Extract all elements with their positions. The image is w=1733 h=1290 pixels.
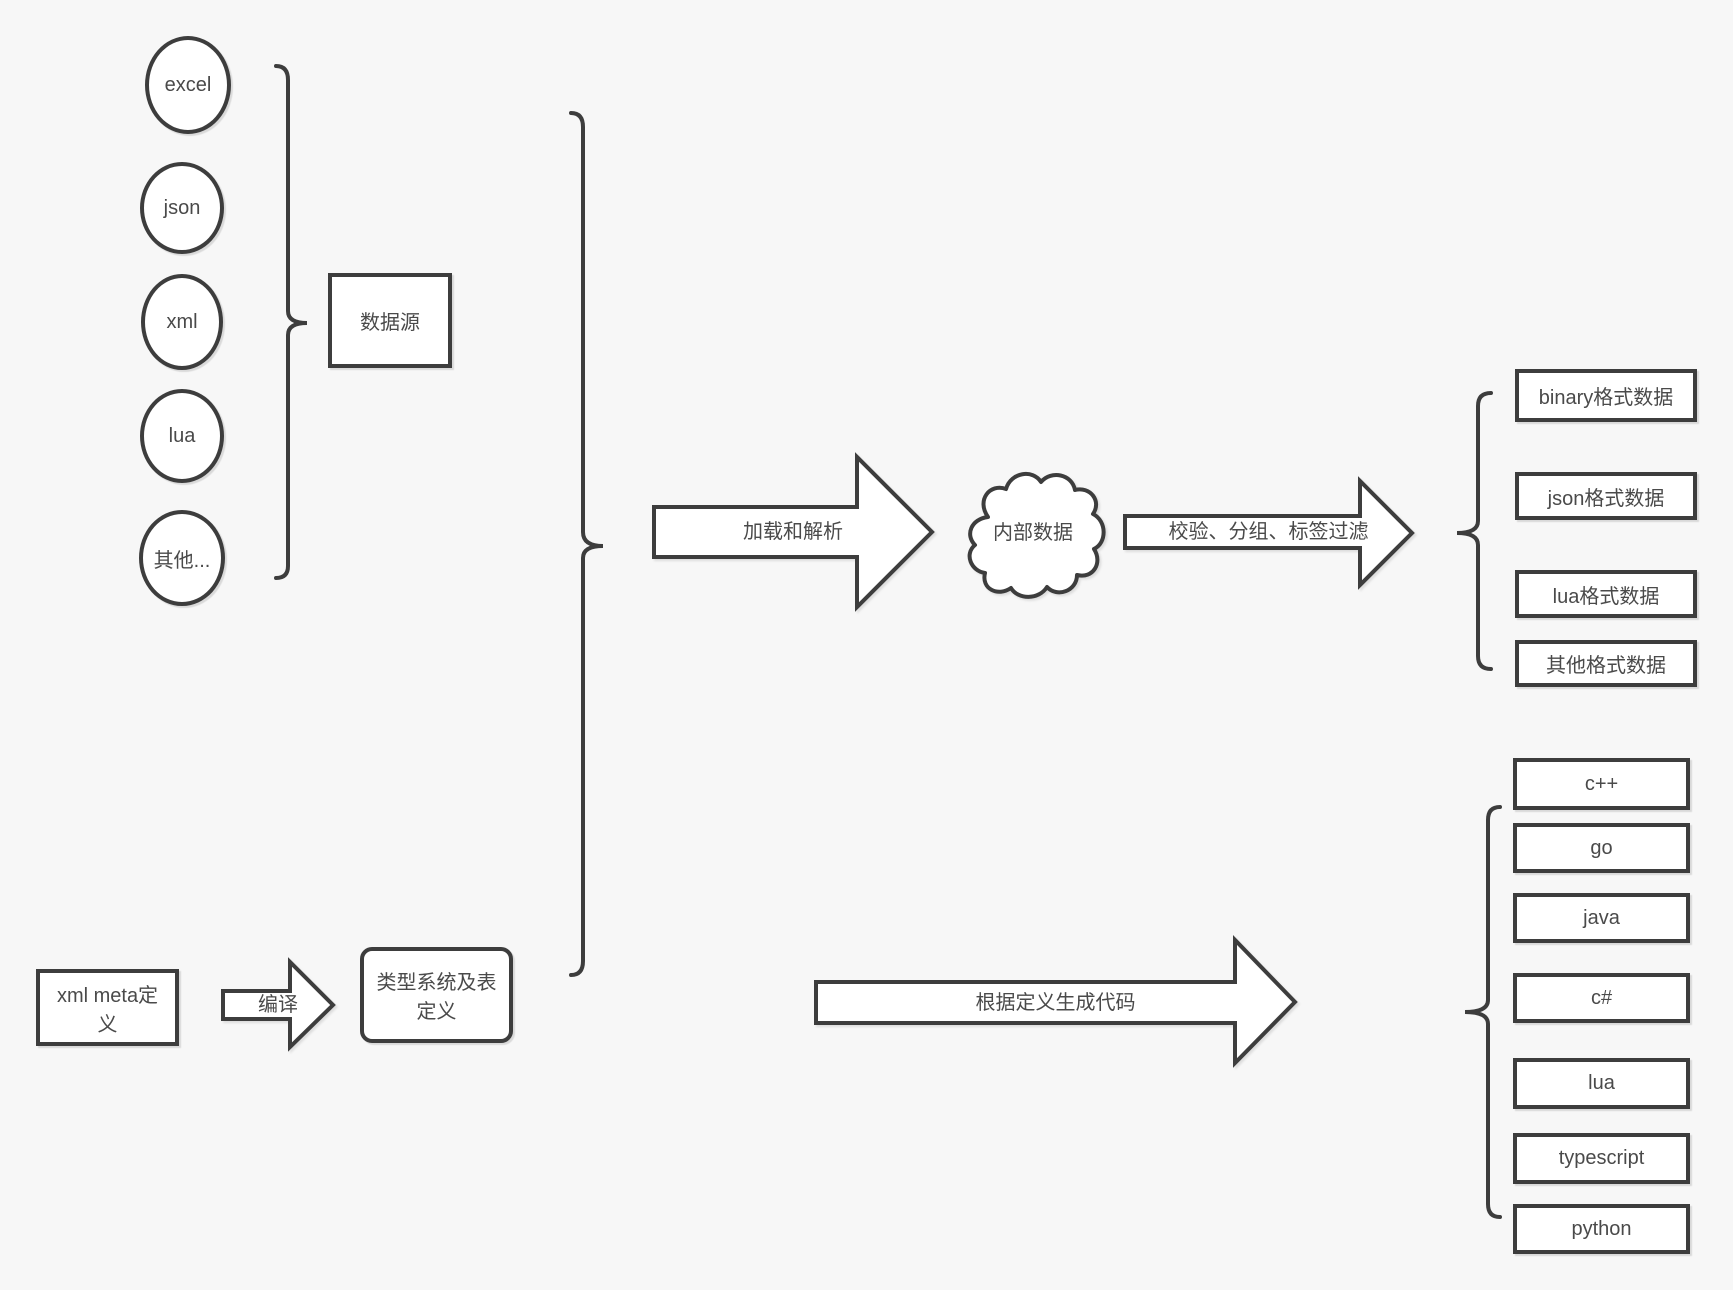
- xml-meta-label: xml meta定义: [56, 984, 159, 1036]
- format-label: json格式数据: [1547, 487, 1665, 510]
- sources-brace: [274, 64, 308, 580]
- source-ellipse-lua: lua: [140, 389, 224, 483]
- format-label: binary格式数据: [1538, 387, 1674, 409]
- format-box-lua: lua格式数据: [1515, 570, 1697, 618]
- inputs-brace: [569, 111, 604, 977]
- source-ellipse-other: 其他...: [139, 510, 225, 606]
- language-label: typescript: [1558, 1147, 1645, 1169]
- language-box-python: python: [1513, 1204, 1690, 1254]
- language-box-cpp: c++: [1513, 758, 1690, 810]
- format-label: lua格式数据: [1552, 585, 1660, 608]
- languages-brace: [1464, 805, 1502, 1219]
- xml-meta-box: xml meta定义: [36, 969, 179, 1046]
- language-label: java: [1583, 906, 1620, 929]
- compile-arrow: [221, 957, 336, 1052]
- language-label: c++: [1584, 772, 1619, 795]
- language-box-lua: lua: [1513, 1058, 1690, 1109]
- language-label: c#: [1590, 986, 1613, 1009]
- codegen-arrow: [814, 935, 1298, 1068]
- format-box-other: 其他格式数据: [1515, 640, 1697, 687]
- language-box-csharp: c#: [1513, 973, 1690, 1023]
- source-ellipse-json: json: [140, 162, 224, 254]
- format-box-json: json格式数据: [1515, 472, 1697, 520]
- source-ellipse-xml: xml: [141, 274, 223, 370]
- source-label: xml: [166, 310, 198, 333]
- language-box-java: java: [1513, 893, 1690, 943]
- load-parse-arrow: [652, 452, 935, 612]
- type-system-label: 类型系统及表定义: [376, 972, 497, 1023]
- source-label: 其他...: [153, 549, 211, 572]
- language-box-go: go: [1513, 823, 1690, 873]
- filter-arrow: [1123, 476, 1415, 590]
- datasource-label: 数据源: [360, 312, 420, 334]
- formats-brace: [1456, 391, 1493, 671]
- format-box-binary: binary格式数据: [1515, 369, 1697, 422]
- language-box-typescript: typescript: [1513, 1133, 1690, 1184]
- format-label: 其他格式数据: [1546, 655, 1666, 677]
- datasource-box: 数据源: [328, 273, 452, 368]
- type-system-box: 类型系统及表定义: [360, 947, 513, 1043]
- language-label: python: [1571, 1217, 1632, 1240]
- internal-data-cloud: [967, 472, 1106, 599]
- source-ellipse-excel: excel: [145, 36, 231, 134]
- language-label: lua: [1588, 1072, 1615, 1094]
- source-label: excel: [164, 73, 212, 96]
- source-label: json: [163, 196, 201, 219]
- source-label: lua: [168, 424, 196, 447]
- language-label: go: [1590, 836, 1613, 859]
